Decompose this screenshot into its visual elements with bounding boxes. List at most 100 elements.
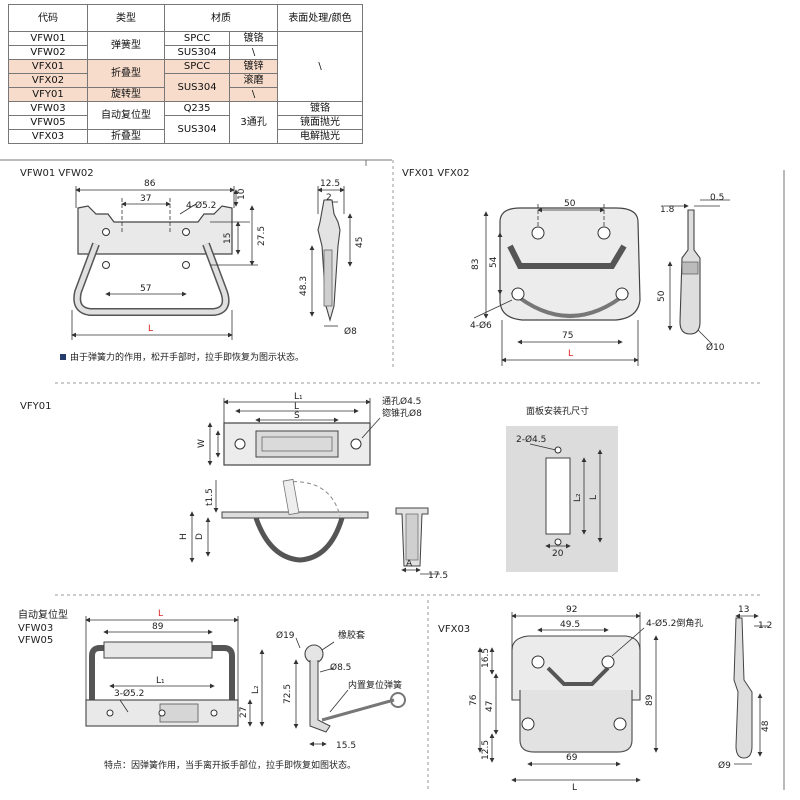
vfy-hole xyxy=(234,438,246,450)
vfy-title: VFY01 xyxy=(20,401,51,412)
vfw3-hole xyxy=(106,709,114,717)
dim-69: 69 xyxy=(566,753,578,763)
vfw-note: 由于弹簧力的作用，松开手部时，拉手即恢复为图示状态。 xyxy=(70,351,304,363)
vfy-diagram: VFY01 L₁ L S W 通孔Ø4.5 锪锥孔Ø8 t1. xyxy=(20,392,618,581)
dim-holes: 4-Ø6 xyxy=(470,320,492,331)
dim-Lp: L xyxy=(589,495,599,500)
dim-16-5: 16.5 xyxy=(481,648,491,668)
dim-0-5: 0.5 xyxy=(710,193,724,203)
dim-2: 2 xyxy=(326,193,332,203)
cell-mat2: 滚磨 xyxy=(229,73,278,88)
dim-27-5: 27.5 xyxy=(257,226,267,246)
dim-49-5: 49.5 xyxy=(560,620,580,630)
vfw3-title-2: VFW03 xyxy=(18,623,53,634)
dim-d10: Ø10 xyxy=(706,342,725,353)
dim-L2: L₂ xyxy=(251,685,261,694)
cell-type: 折叠型 xyxy=(87,59,165,88)
vfx-diagram: VFX01 VFX02 50 83 54 75 L 4-Ø6 xyxy=(402,168,730,366)
dim-54: 54 xyxy=(489,256,499,268)
vfx3-hole xyxy=(521,717,535,731)
dim-83: 83 xyxy=(471,259,481,270)
vfx3-title: VFX03 xyxy=(438,624,470,635)
dim-A: A xyxy=(406,559,413,569)
dim-86: 86 xyxy=(144,179,156,189)
vfx-hole xyxy=(597,226,611,240)
dim-L: L xyxy=(568,349,573,359)
dim-76: 76 xyxy=(469,694,479,706)
dim-L: L xyxy=(294,402,299,412)
cell-type: 自动复位型 xyxy=(87,101,165,130)
dim-holes: 4-Ø5.2倒角孔 xyxy=(646,617,703,629)
vfy-hole xyxy=(350,438,362,450)
vfw3-side-view xyxy=(309,660,331,733)
dim-1-8: 1.8 xyxy=(660,205,675,215)
dim-75: 75 xyxy=(562,331,573,341)
dim-L: L xyxy=(158,609,163,619)
dim-L2: L₂ xyxy=(573,493,583,502)
cell-mat2: 3通孔 xyxy=(229,101,278,144)
vfw-diagram: VFW01 VFW02 86 37 4-Ø5.2 xyxy=(20,168,365,363)
dim-t1-5: t1.5 xyxy=(205,488,215,506)
dim-89: 89 xyxy=(645,694,655,706)
cell-mat: SUS304 xyxy=(163,73,231,102)
vfw-hole xyxy=(102,261,110,269)
frame-lines xyxy=(0,159,785,790)
vfy-side-handle xyxy=(253,517,345,563)
vfy-recess xyxy=(255,430,339,458)
spec-table: 代码 类型 材质 表面处理/颜色 VFW01 弹簧型 SPCC 镀铬 \ VFW… xyxy=(8,4,363,144)
dim-15-5: 15.5 xyxy=(336,741,356,751)
dim-17-5: 17.5 xyxy=(428,571,448,581)
vfx-handle xyxy=(507,244,627,269)
dim-L: L xyxy=(148,324,153,334)
cell-type: 折叠型 xyxy=(87,129,165,144)
vfw3-hole xyxy=(158,709,166,717)
vfw-title: VFW01 VFW02 xyxy=(20,168,94,179)
dim-D: D xyxy=(195,533,205,540)
dim-20: 20 xyxy=(552,549,564,559)
vfw3-title-1: 自动复位型 xyxy=(18,608,68,621)
vfx-hole xyxy=(511,287,525,301)
vfy-hole-note-1: 通孔Ø4.5 xyxy=(382,396,421,407)
vfx3-side-view xyxy=(733,617,753,759)
dim-57: 57 xyxy=(140,284,151,294)
dim-72-5: 72.5 xyxy=(283,684,293,704)
section-dividers xyxy=(55,160,760,790)
cell-mat2: \ xyxy=(229,87,278,102)
dim-47: 47 xyxy=(485,701,495,712)
vfy-hole-note-2: 锪锥孔Ø8 xyxy=(382,407,422,419)
vfx3-hole xyxy=(531,655,545,669)
dim-d8-5: Ø8.5 xyxy=(330,662,351,673)
dim-2-holes: 2-Ø4.5 xyxy=(516,434,546,445)
panel-cutout xyxy=(545,457,571,535)
dim-d8: Ø8 xyxy=(344,326,357,337)
dim-W: W xyxy=(197,439,207,448)
vfw-hole xyxy=(182,228,190,236)
dim-10: 10 xyxy=(237,188,247,200)
cell-mat: SUS304 xyxy=(163,115,231,144)
vfw3-note: 特点：因弹簧作用，当手离开扳手部位，拉手即恢复如图状态。 xyxy=(104,759,356,771)
dim-89: 89 xyxy=(152,622,164,632)
dim-d19: Ø19 xyxy=(276,630,295,641)
vfx3-handle xyxy=(519,690,633,753)
vfx-hole xyxy=(531,226,545,240)
dim-27: 27 xyxy=(239,707,249,718)
vfw-hole xyxy=(102,228,110,236)
dim-45: 45 xyxy=(355,237,365,248)
dim-48-3: 48.3 xyxy=(299,276,309,296)
vfw-hole xyxy=(182,261,190,269)
cell-finish: 电解抛光 xyxy=(277,129,363,144)
cell-type: 旋转型 xyxy=(87,87,165,102)
panel-title: 面板安装孔尺寸 xyxy=(526,405,589,417)
vfx3-hole xyxy=(613,717,627,731)
vfx-title: VFX01 VFX02 xyxy=(402,168,470,179)
vfw3-title-3: VFW05 xyxy=(18,635,53,646)
vfw-plate xyxy=(77,205,233,255)
dim-d9: Ø9 xyxy=(718,760,731,771)
vfw3-grip xyxy=(103,641,213,659)
dim-L: L xyxy=(572,783,577,793)
note-bullet-icon xyxy=(60,354,66,360)
spring-label: 内置复位弹簧 xyxy=(348,679,402,691)
dim-holes: 3-Ø5.2 xyxy=(114,688,144,699)
rubber-label: 橡胶套 xyxy=(338,629,365,641)
